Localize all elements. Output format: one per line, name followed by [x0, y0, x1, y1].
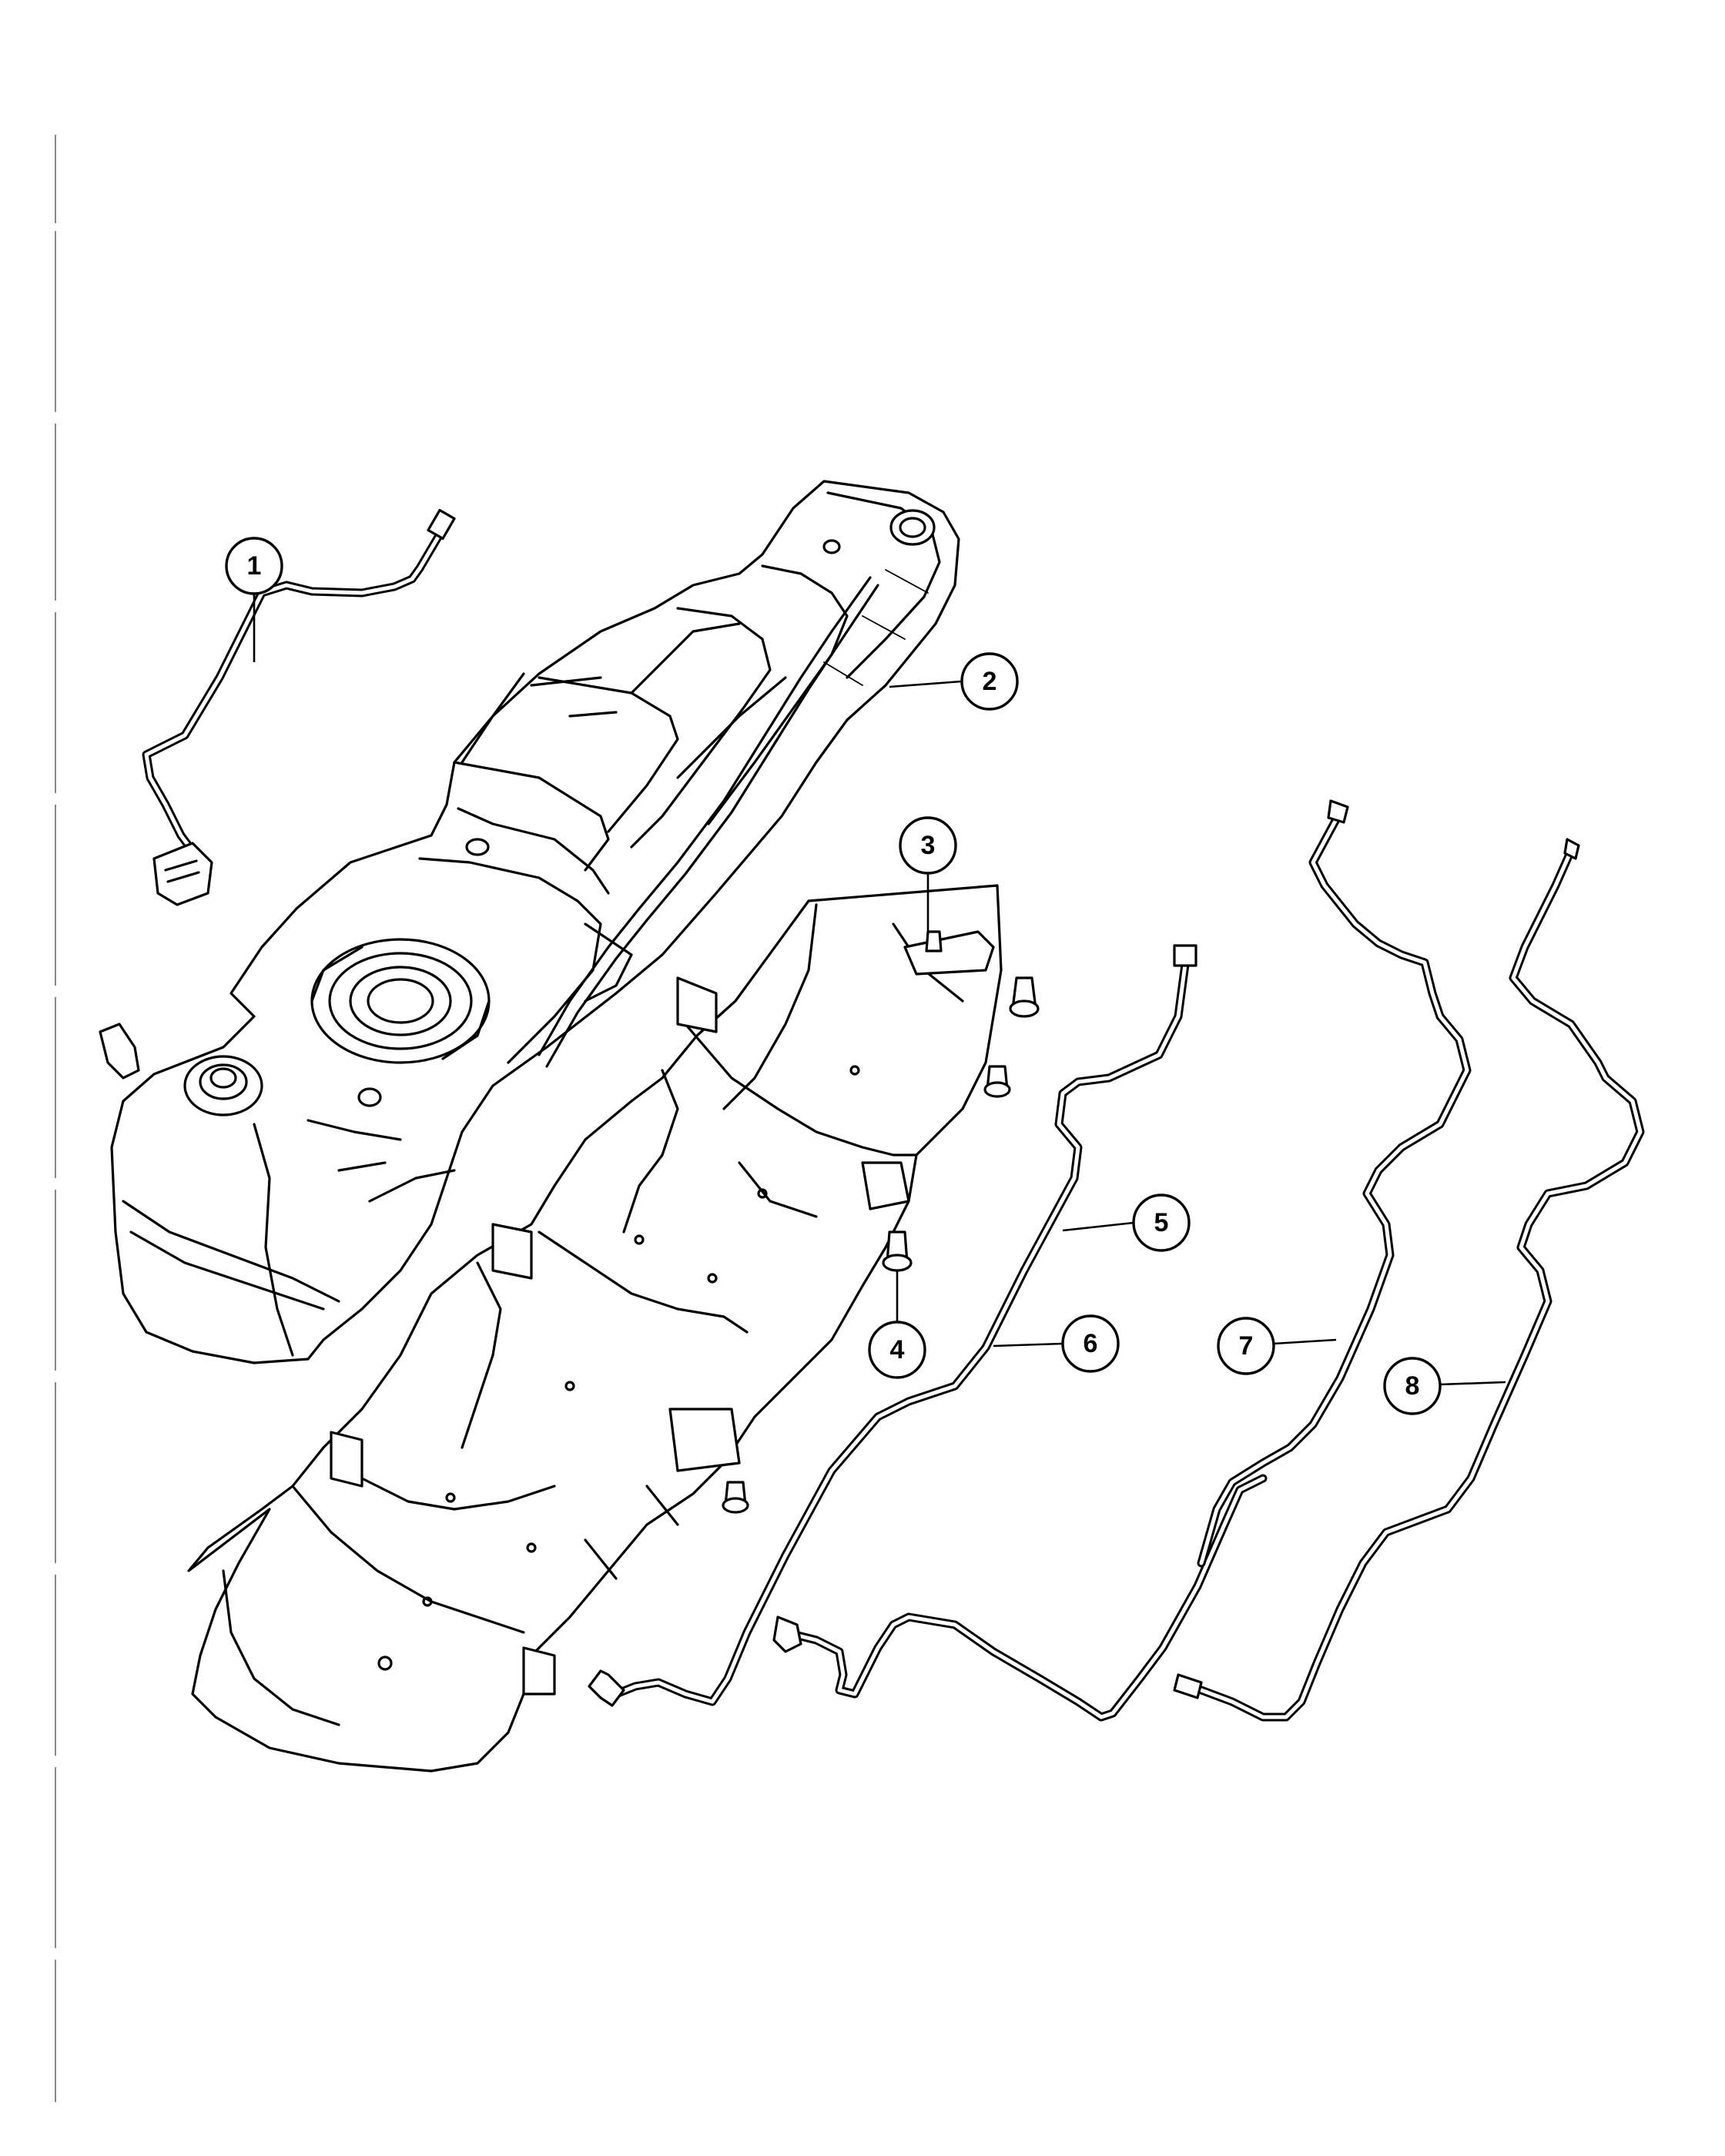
callout-8-number: 8: [1405, 1371, 1420, 1401]
callout-4: 4: [868, 1270, 926, 1379]
fuel-tank: [99, 480, 960, 1364]
callout-3: 3: [899, 816, 957, 933]
fuel-line-6: [772, 1474, 1268, 1722]
callout-1: 1: [225, 537, 283, 662]
callout-1-number: 1: [247, 551, 262, 581]
callout-5-number: 5: [1154, 1208, 1169, 1237]
callout-6: 6: [993, 1314, 1120, 1373]
callout-5: 5: [1062, 1194, 1191, 1252]
callout-7: 7: [1217, 1317, 1337, 1375]
fuel-line-7: [1197, 799, 1472, 1568]
callout-7-number: 7: [1239, 1331, 1254, 1361]
callout-2: 2: [889, 652, 1019, 711]
callout-8: 8: [1383, 1357, 1506, 1415]
fuel-line-5: [588, 944, 1197, 1707]
fuel-line-8: [1173, 838, 1645, 1722]
callout-4-number: 4: [890, 1335, 905, 1364]
callout-3-number: 3: [921, 831, 936, 860]
fastener-group: [722, 930, 1040, 1514]
skid-plate: [187, 884, 1003, 1773]
callout-6-number: 6: [1084, 1329, 1098, 1358]
callout-2-number: 2: [983, 667, 997, 696]
